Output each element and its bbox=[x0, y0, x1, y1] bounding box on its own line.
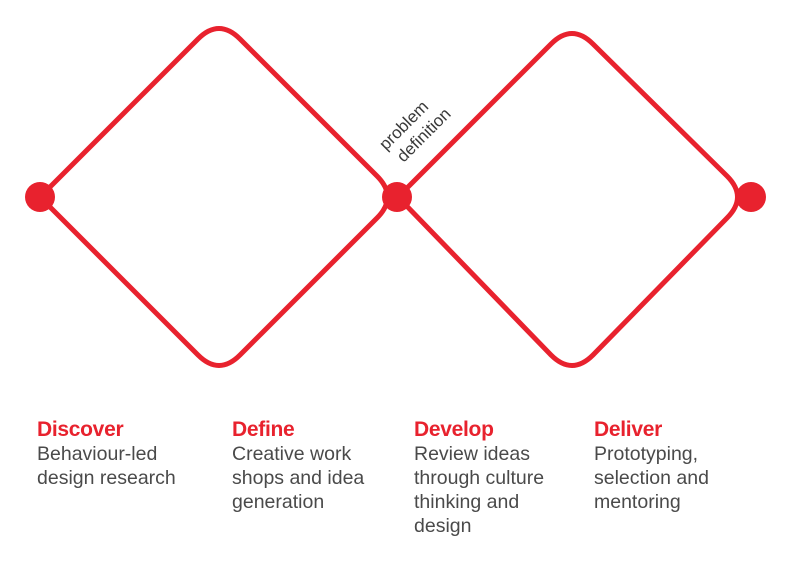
phase-description: Creative work shops and idea generation bbox=[232, 443, 365, 513]
second-diamond bbox=[395, 31, 740, 368]
first-diamond bbox=[37, 26, 390, 368]
phase-description: Behaviour-led design research bbox=[37, 443, 176, 489]
midpoint-node bbox=[382, 182, 412, 212]
end-node bbox=[736, 182, 766, 212]
phase-define: Define Creative work shops and idea gene… bbox=[232, 418, 364, 514]
phase-develop: Develop Review ideas through culture thi… bbox=[414, 418, 544, 538]
phase-title: Define bbox=[232, 418, 295, 441]
phase-title: Develop bbox=[414, 418, 494, 441]
phase-discover: Discover Behaviour-led design research bbox=[37, 418, 176, 490]
phase-title: Discover bbox=[37, 418, 124, 441]
phase-title: Deliver bbox=[594, 418, 662, 441]
start-node bbox=[25, 182, 55, 212]
phase-description: Prototyping, selection and mentoring bbox=[594, 443, 709, 513]
phase-description: Review ideas through culture thinking an… bbox=[414, 443, 545, 537]
phase-deliver: Deliver Prototyping, selection and mento… bbox=[594, 418, 709, 514]
